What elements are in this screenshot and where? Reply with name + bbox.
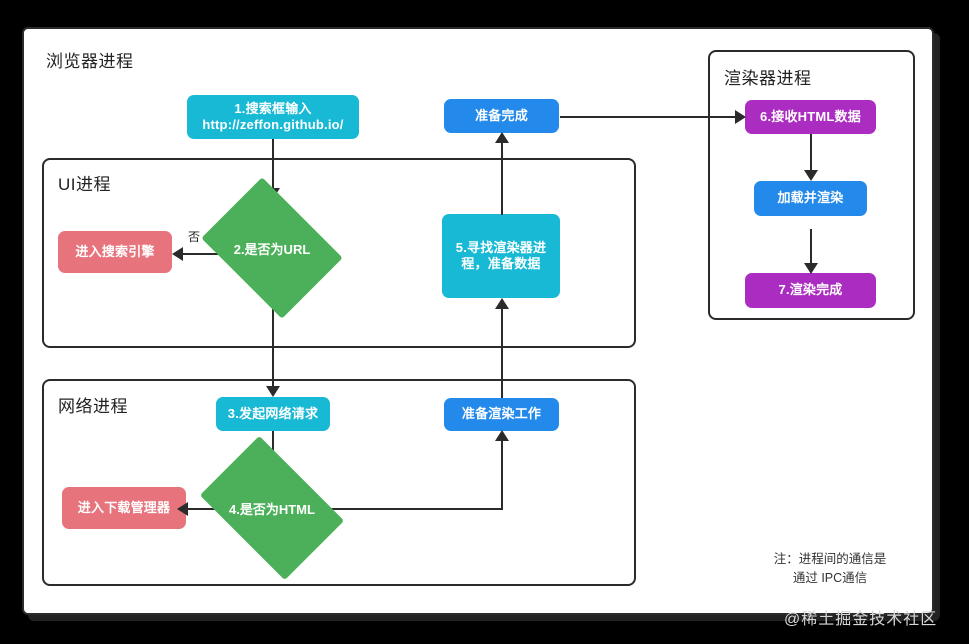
connector-step4-download-manager [186, 508, 228, 510]
node-prepare-render[interactable]: 准备渲染工作 [444, 398, 559, 431]
connector-step3-step4 [272, 431, 274, 464]
node-load-render[interactable]: 加载并渲染 [754, 181, 867, 216]
watermark: @稀土掘金技术社区 [784, 611, 938, 628]
connector-step4-prepare-render-horizontal [318, 508, 503, 510]
ui-process-title: UI进程 [58, 175, 111, 194]
node-search-engine[interactable]: 进入搜索引擎 [58, 231, 172, 273]
arrowhead-ready-done-step6 [735, 110, 746, 124]
node-step7[interactable]: 7.渲染完成 [745, 273, 876, 308]
arrowhead-step5-ready-done [495, 132, 509, 143]
arrowhead-step2-search-engine [172, 247, 183, 261]
node-step4-decision[interactable]: 4.是否为HTML [199, 435, 345, 581]
arrowhead-prepare-render-step5 [495, 298, 509, 309]
arrowhead-step2-step3 [266, 386, 280, 397]
arrowhead-step6-load-render [804, 170, 818, 181]
connector-step1-step2 [272, 139, 274, 191]
network-process-container [42, 379, 636, 586]
connector-load-render-step7 [810, 229, 812, 267]
arrowhead-step4-download-manager [177, 502, 188, 516]
connector-prepare-render-step5 [501, 306, 503, 398]
renderer-process-title: 渲染器进程 [724, 69, 812, 88]
node-step4-label: 4.是否为HTML [229, 501, 315, 517]
connector-ready-done-step6 [560, 116, 742, 118]
node-step6[interactable]: 6.接收HTML数据 [745, 100, 876, 134]
arrowhead-step4-prepare-render [495, 430, 509, 441]
node-ready-done[interactable]: 准备完成 [444, 99, 559, 133]
network-process-title: 网络进程 [58, 397, 128, 416]
connector-step4-prepare-render-vertical [501, 438, 503, 510]
browser-process-title: 浏览器进程 [46, 52, 134, 71]
node-step2-decision[interactable]: 2.是否为URL [201, 177, 343, 319]
connector-step6-load-render [810, 134, 812, 174]
node-download-manager[interactable]: 进入下载管理器 [62, 487, 186, 529]
node-step1[interactable]: 1.搜索框输入 http://zeffon.github.io/ [187, 95, 359, 139]
node-step2-label: 2.是否为URL [233, 241, 311, 257]
connector-step2-search-engine [181, 253, 228, 255]
node-step5[interactable]: 5.寻找渲染器进 程，准备数据 [442, 214, 560, 298]
ui-process-container [42, 158, 636, 348]
arrowhead-load-render-step7 [804, 263, 818, 274]
connector-step2-step3 [272, 290, 274, 392]
ipc-note: 注：进程间的通信是 通过 IPC通信 [773, 552, 887, 585]
connector-step5-ready-done [501, 140, 503, 215]
renderer-process-container [708, 50, 915, 320]
node-step3[interactable]: 3.发起网络请求 [216, 397, 330, 431]
edge-label-no: 否 [186, 228, 203, 245]
